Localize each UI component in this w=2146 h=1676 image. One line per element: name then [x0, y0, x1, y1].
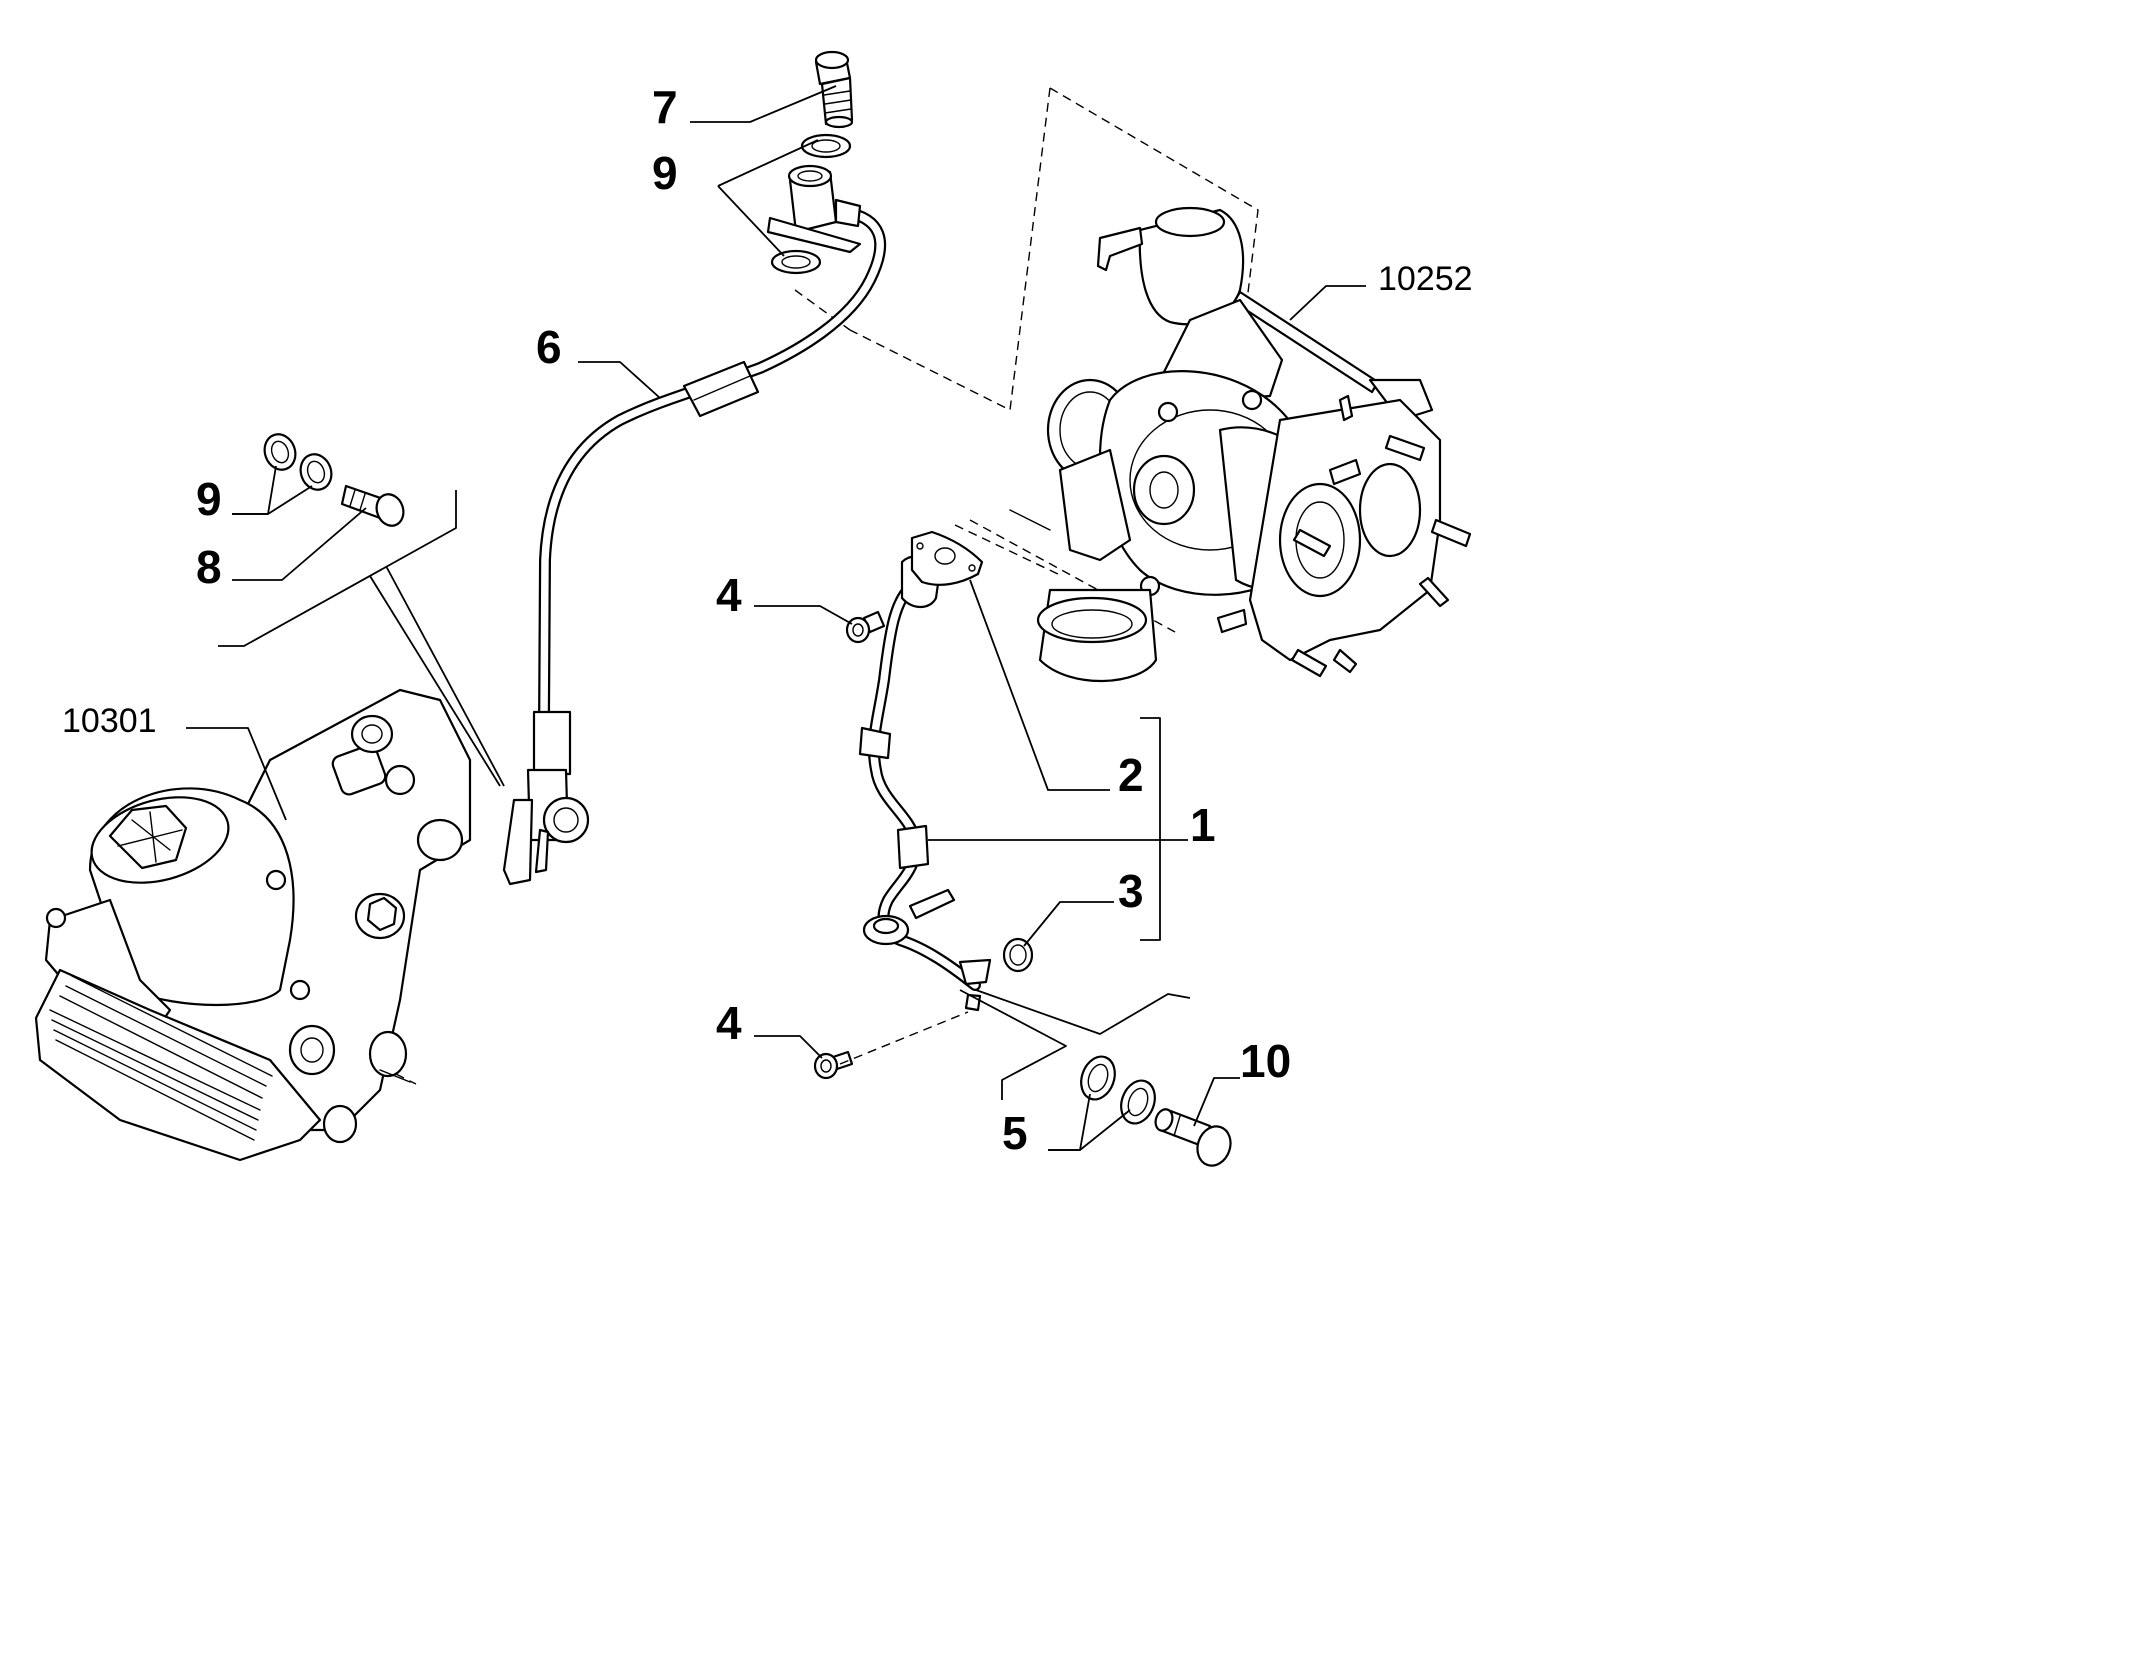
- washer-left-upper: [263, 433, 297, 471]
- callout-5: 5: [1002, 1107, 1028, 1159]
- callout-1: 1: [1190, 799, 1216, 851]
- callout-9-left: 9: [196, 473, 222, 525]
- reference-10301: 10301: [62, 702, 157, 740]
- oil-filter-housing: [34, 688, 472, 1162]
- turbocharger: [1009, 206, 1472, 683]
- callout-10: 10: [1240, 1035, 1292, 1087]
- callout-4-upper: 4: [716, 569, 742, 621]
- washer-top-lower: [770, 249, 822, 275]
- screw-lower: [813, 1050, 854, 1080]
- gasket: [910, 530, 984, 586]
- callout-4-lower: 4: [716, 997, 742, 1049]
- o-ring: [1002, 937, 1034, 973]
- diagram-drawing: [34, 50, 1472, 1167]
- callout-2: 2: [1118, 749, 1144, 801]
- washer-bottom-right: [1120, 1079, 1156, 1125]
- leader-lines: [186, 85, 1366, 1151]
- callout-9-top: 9: [652, 147, 678, 199]
- oil-feed-pipe: [502, 164, 887, 886]
- washer-bottom-left: [1080, 1055, 1116, 1101]
- reference-10252: 10252: [1378, 260, 1473, 298]
- callout-3: 3: [1118, 865, 1144, 917]
- screw-upper: [845, 610, 886, 644]
- callout-8: 8: [196, 541, 222, 593]
- washer-left-lower: [299, 453, 333, 491]
- callout-7: 7: [652, 81, 678, 133]
- banjo-bolt-bottom: [1154, 1108, 1232, 1167]
- callout-6: 6: [536, 321, 562, 373]
- banjo-bolt-top: [814, 50, 854, 129]
- parts-diagram: 7 9 6 9 8 4 2 1 3 4 10 5 10252 10301: [34, 50, 1473, 1167]
- banjo-bolt-left: [340, 484, 405, 527]
- washer-top-upper: [800, 133, 852, 159]
